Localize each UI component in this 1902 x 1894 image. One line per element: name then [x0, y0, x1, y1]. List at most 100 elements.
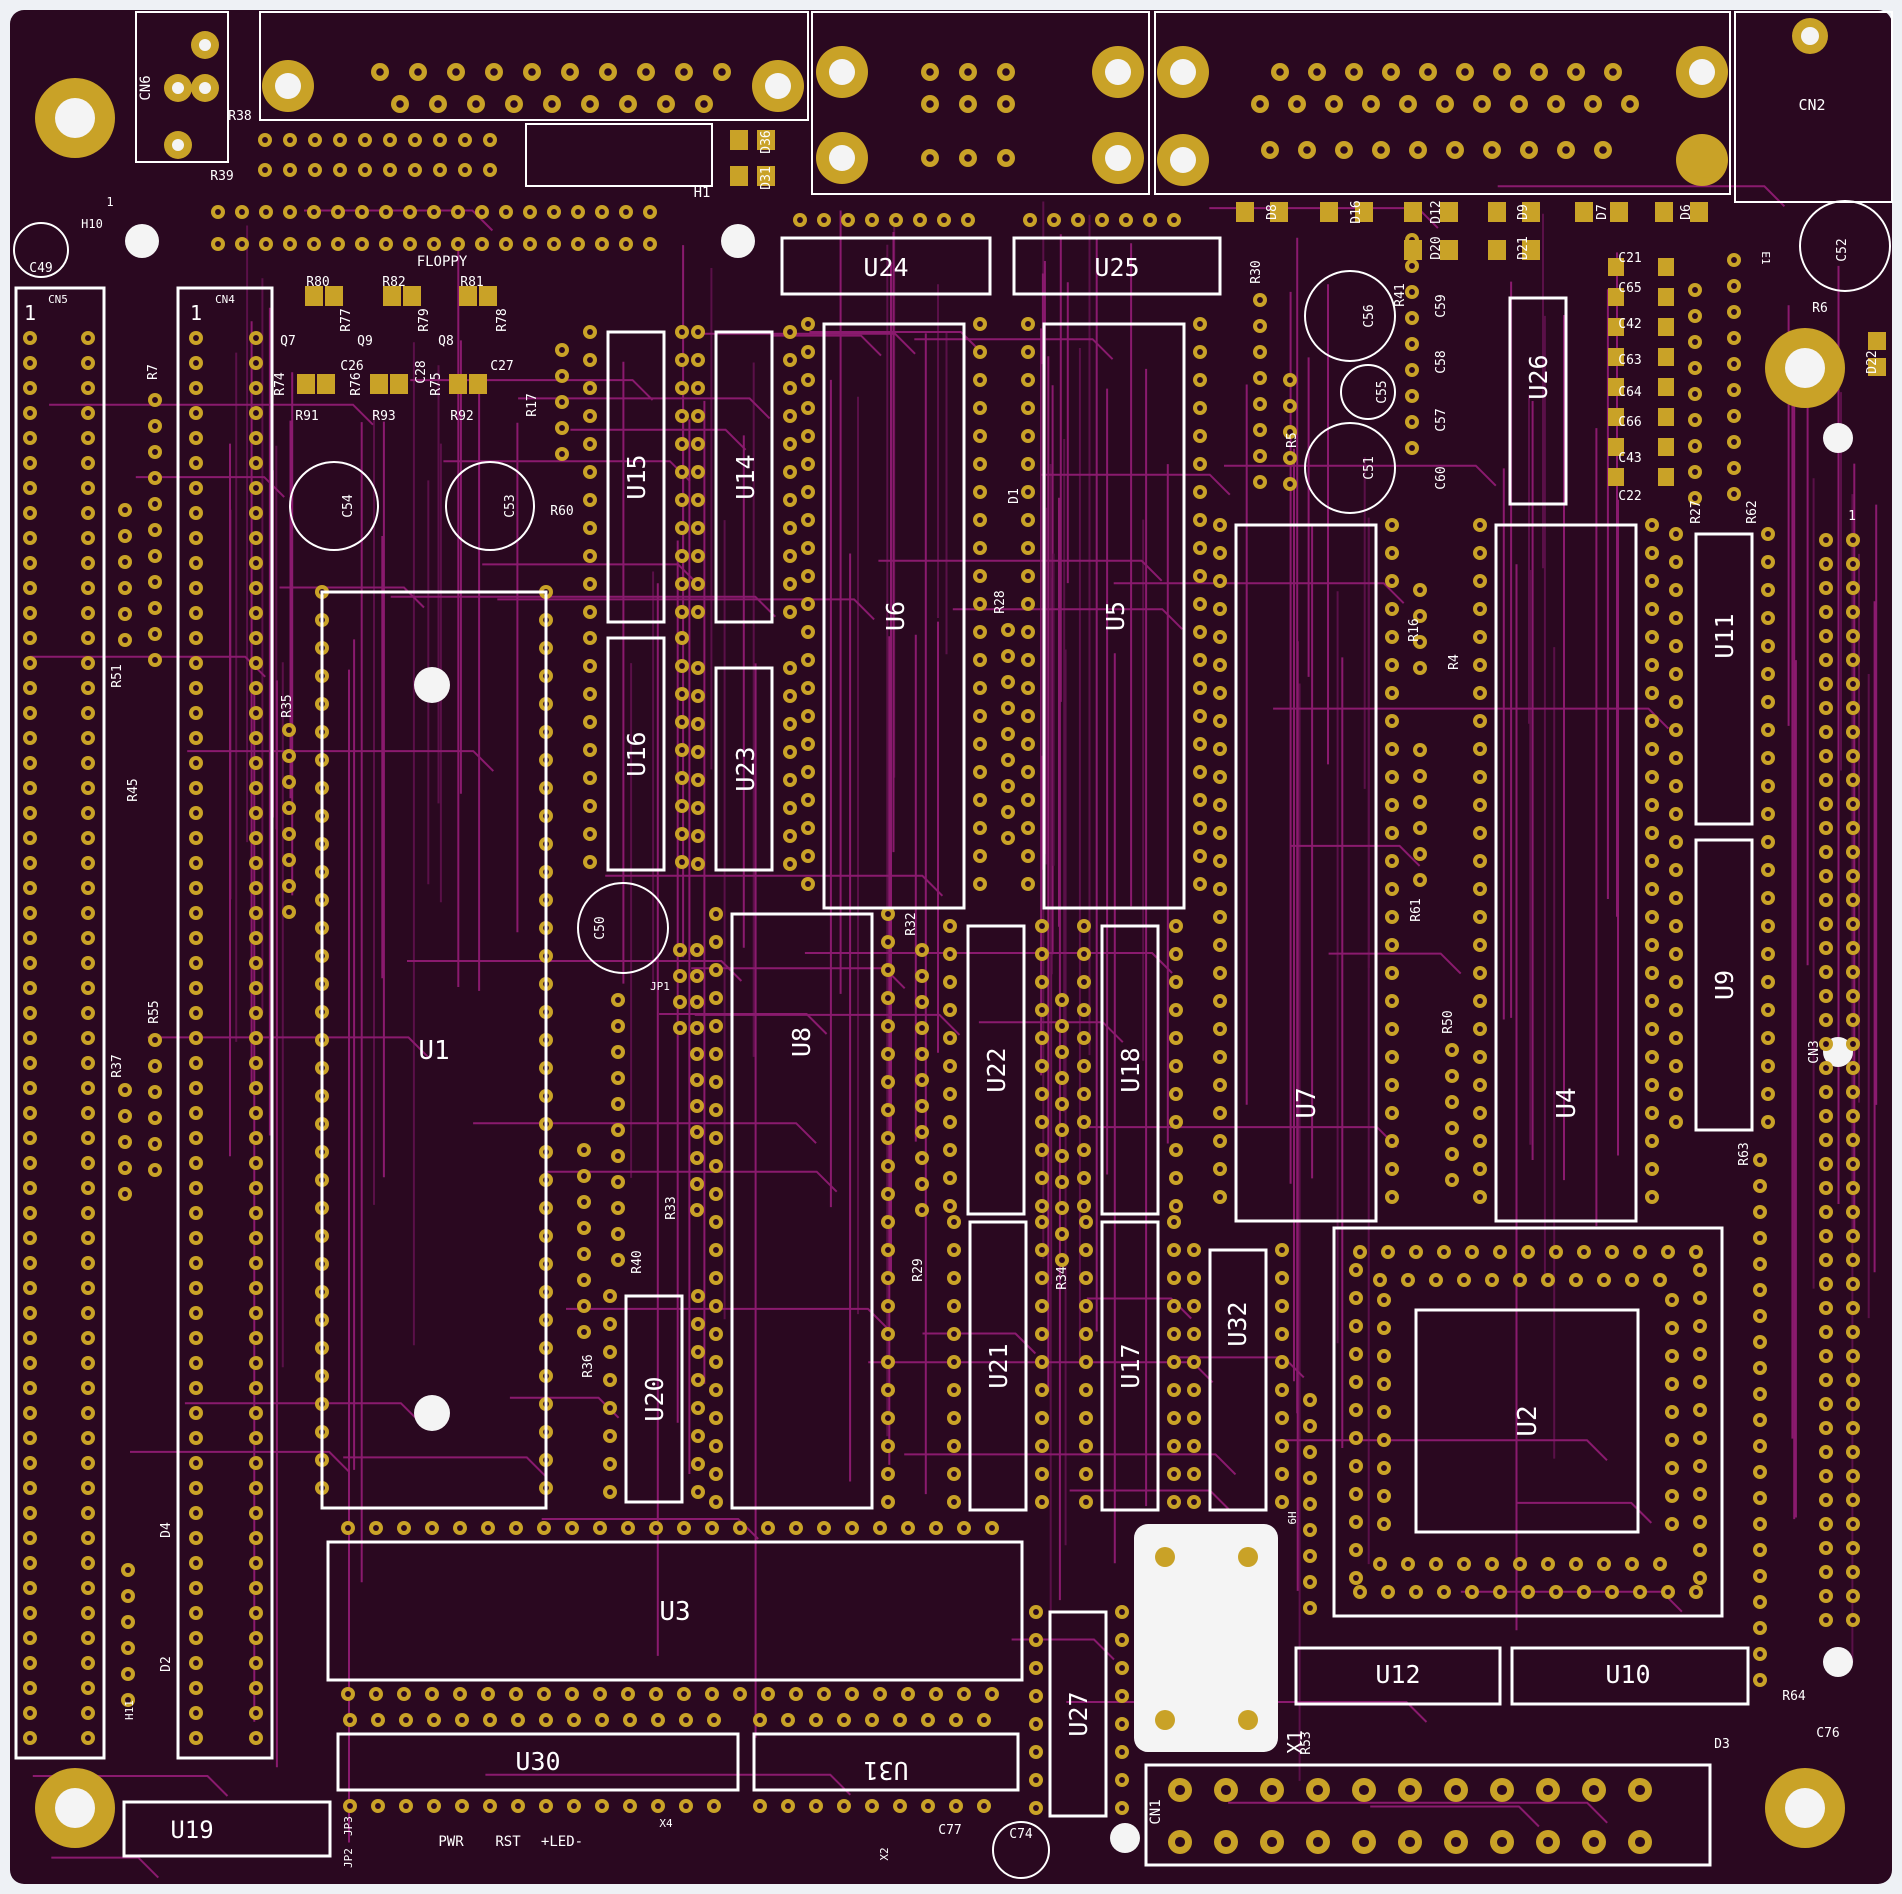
pin1-marker: 1	[106, 195, 113, 209]
cn3-pin1-marker: 1	[1848, 509, 1856, 524]
chip-label: U9	[1710, 970, 1739, 1000]
component-ref-label: C60	[1434, 466, 1449, 489]
component-ref-label: R38	[228, 109, 251, 124]
connector-label: CN5	[48, 293, 68, 306]
chip-label: U7	[1292, 1087, 1322, 1118]
connector-label: JP3	[342, 1816, 355, 1836]
chip-label: U30	[515, 1747, 560, 1776]
component-ref-label: R5	[1285, 432, 1300, 448]
pwr-label: PWR	[438, 1834, 464, 1850]
component-ref-label: C26	[340, 359, 363, 374]
connector-label: CN1	[1148, 1799, 1164, 1824]
component-ref-label: R45	[126, 778, 141, 801]
chip-label: U18	[1116, 1047, 1145, 1092]
chip-label: U12	[1375, 1660, 1420, 1689]
component-ref-label: D16	[1349, 200, 1364, 223]
component-ref-label: C63	[1618, 353, 1641, 368]
component-ref-label: R93	[372, 409, 395, 424]
component-ref-label: R16	[1407, 618, 1422, 641]
chip-label: U6	[881, 601, 910, 631]
component-ref-label: D22	[1865, 350, 1880, 373]
component-ref-label: C57	[1434, 408, 1449, 431]
component-ref-label: D21	[1516, 236, 1531, 259]
component-ref-label: D9	[1516, 204, 1531, 220]
component-ref-label: C28	[414, 360, 429, 383]
chip-label: U22	[982, 1047, 1011, 1092]
chip-label: U20	[640, 1376, 669, 1421]
board-substrate	[10, 10, 1892, 1884]
component-ref-label: R79	[417, 308, 432, 331]
component-ref-label: R28	[993, 590, 1008, 613]
component-ref-label: C43	[1618, 451, 1641, 466]
component-ref-label: R64	[1782, 1689, 1806, 1704]
component-ref-label: C74	[1009, 1827, 1033, 1842]
component-ref-label: R80	[306, 275, 329, 290]
chip-label: U10	[1605, 1660, 1650, 1689]
pin1-marker: 1	[190, 301, 202, 325]
component-ref-label: Q7	[280, 334, 296, 349]
chip-outlines	[14, 236, 1754, 1867]
pin1-marker: 1	[24, 301, 36, 325]
component-ref-label: R50	[1441, 1010, 1456, 1033]
component-ref-label: R63	[1737, 1142, 1752, 1165]
component-ref-label: C51	[1362, 456, 1377, 479]
component-ref-label: Q8	[438, 334, 454, 349]
chip-label: U8	[787, 1027, 816, 1057]
component-ref-label: D8	[1265, 204, 1280, 220]
chip-label: U17	[1116, 1343, 1145, 1388]
component-ref-label: R36	[581, 1354, 596, 1377]
component-ref-label: C56	[1362, 304, 1377, 327]
component-ref-label: R4	[1447, 654, 1462, 670]
component-ref-label: D3	[1714, 1737, 1730, 1752]
chip-label: U23	[731, 746, 760, 791]
component-ref-label: R74	[273, 372, 288, 396]
component-ref-label: R82	[382, 275, 405, 290]
component-ref-label: R37	[110, 1054, 125, 1077]
connector-label: CN2	[1798, 96, 1825, 114]
connector-label: H9	[1285, 1511, 1298, 1524]
component-ref-label: D2	[159, 1656, 174, 1672]
component-ref-label: C53	[503, 494, 518, 517]
mounting-holes	[35, 78, 1853, 1853]
rst-label: RST	[495, 1834, 521, 1850]
chip-label: U2	[1513, 1405, 1543, 1436]
component-ref-label: C64	[1618, 385, 1642, 400]
component-ref-label: C58	[1434, 350, 1449, 373]
chip-label: U31	[863, 1756, 908, 1785]
chip-label: U26	[1524, 354, 1553, 399]
top-connectors	[135, 11, 1893, 203]
component-ref-label: C21	[1618, 251, 1641, 266]
component-ref-label: C65	[1618, 281, 1641, 296]
chip-label: U15	[622, 454, 651, 499]
component-ref-label: R91	[295, 409, 318, 424]
component-ref-label: R6	[1812, 301, 1828, 316]
component-ref-label: R32	[904, 912, 919, 935]
component-ref-label: R60	[550, 504, 573, 519]
chip-label: U25	[1094, 253, 1139, 282]
connector-label: X4	[659, 1817, 673, 1830]
chip-label: U24	[863, 253, 908, 282]
connector-label: JP2	[342, 1848, 355, 1868]
component-ref-label: R62	[1745, 500, 1760, 523]
floppy-label: FLOPPY	[417, 254, 468, 270]
component-ref-label: R27	[1689, 500, 1704, 523]
component-ref-label: R75	[429, 372, 444, 395]
component-ref-label: R41	[1393, 283, 1408, 306]
component-ref-label: C52	[1835, 238, 1850, 261]
component-ref-label: R34	[1055, 1266, 1070, 1290]
component-ref-label: R78	[495, 308, 510, 331]
component-ref-label: R77	[339, 308, 354, 331]
component-ref-label: R33	[664, 1196, 679, 1219]
component-ref-label: R92	[450, 409, 473, 424]
component-ref-label: C59	[1434, 294, 1449, 317]
chip-label: U27	[1064, 1691, 1093, 1736]
component-ref-label: C27	[490, 359, 513, 374]
chip-label: U3	[659, 1597, 690, 1627]
chip-label: U5	[1101, 601, 1130, 631]
component-ref-label: D31	[759, 166, 774, 189]
component-ref-label: R7	[146, 364, 161, 380]
silkscreen-labels: U24 U25 U15 U14 U6 U5 U16 U23 U1 U8 U22 …	[24, 75, 1856, 1868]
component-ref-label: C49	[29, 261, 52, 276]
